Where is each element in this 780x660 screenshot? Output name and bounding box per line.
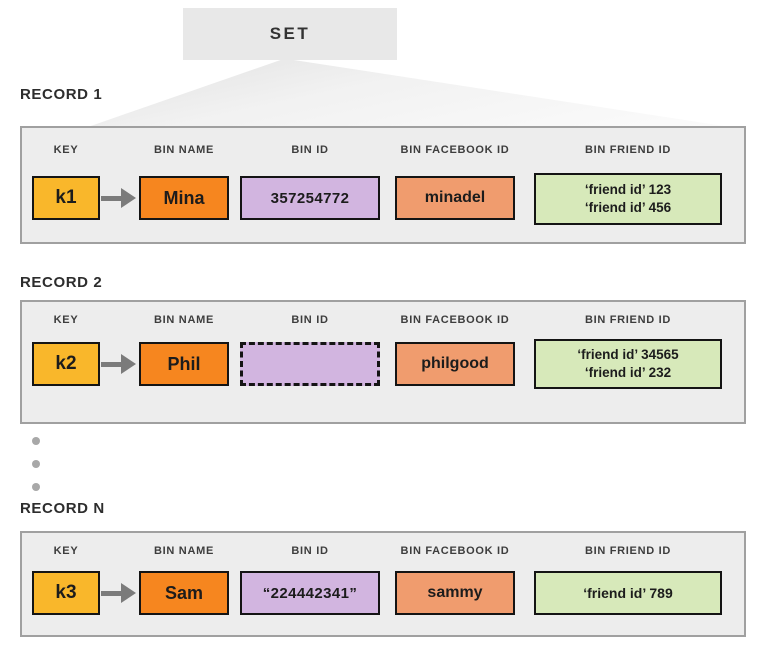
record-n-friend-id-box: ‘friend id’ 789 [534,571,722,615]
record-1-bin-id-box: 357254772 [240,176,380,220]
record-2: KEY BIN NAME BIN ID BIN FACEBOOK ID BIN … [20,300,746,424]
record-1-title: RECORD 1 [20,86,103,103]
record-n-title: RECORD N [20,500,105,517]
record-1: KEY BIN NAME BIN ID BIN FACEBOOK ID BIN … [20,126,746,244]
column-header-bin-name: BIN NAME [154,144,214,156]
record-1-bin-name-box: Mina [139,176,229,220]
record-n-bin-id-box: “224442341” [240,571,380,615]
record-n-bin-name-box: Sam [139,571,229,615]
set-title-box: SET [183,8,397,60]
column-header-key: KEY [53,545,79,557]
record-2-bin-name-box: Phil [139,342,229,386]
column-header-bin-name: BIN NAME [154,314,214,326]
column-header-bin-id: BIN ID [291,144,329,156]
column-header-bin-name: BIN NAME [154,545,214,557]
column-header-bin-id: BIN ID [291,545,329,557]
set-fanout-shape [85,60,737,128]
record-1-facebook-id-box: minadel [395,176,515,220]
column-header-key: KEY [53,314,79,326]
record-n-facebook-id-box: sammy [395,571,515,615]
arrow-head [121,354,136,374]
column-header-friend-id: BIN FRIEND ID [584,545,672,557]
column-header-facebook-id: BIN FACEBOOK ID [400,144,510,156]
arrow-right-icon [101,176,139,220]
column-header-key: KEY [53,144,79,156]
arrow-shaft [101,361,121,367]
column-header-friend-id: BIN FRIEND ID [584,314,672,326]
arrow-head [121,188,136,208]
arrow-right-icon [101,342,139,386]
record-n-key-box: k3 [32,571,100,615]
arrow-shaft [101,590,121,596]
record-1-friend-id-box: ‘friend id’ 123 ‘friend id’ 456 [534,173,722,225]
record-1-key-box: k1 [32,176,100,220]
column-header-facebook-id: BIN FACEBOOK ID [400,314,510,326]
ellipsis-dot [32,483,40,491]
record-n: KEY BIN NAME BIN ID BIN FACEBOOK ID BIN … [20,531,746,637]
arrow-right-icon [101,571,139,615]
record-2-friend-id-box: ‘friend id’ 34565 ‘friend id’ 232 [534,339,722,389]
column-header-friend-id: BIN FRIEND ID [584,144,672,156]
record-2-title: RECORD 2 [20,274,103,291]
record-2-key-box: k2 [32,342,100,386]
arrow-shaft [101,195,121,201]
column-header-facebook-id: BIN FACEBOOK ID [400,545,510,557]
record-2-bin-id-box-empty [240,342,380,386]
ellipsis-dot [32,437,40,445]
arrow-head [121,583,136,603]
ellipsis-dot [32,460,40,468]
record-2-facebook-id-box: philgood [395,342,515,386]
column-header-bin-id: BIN ID [291,314,329,326]
